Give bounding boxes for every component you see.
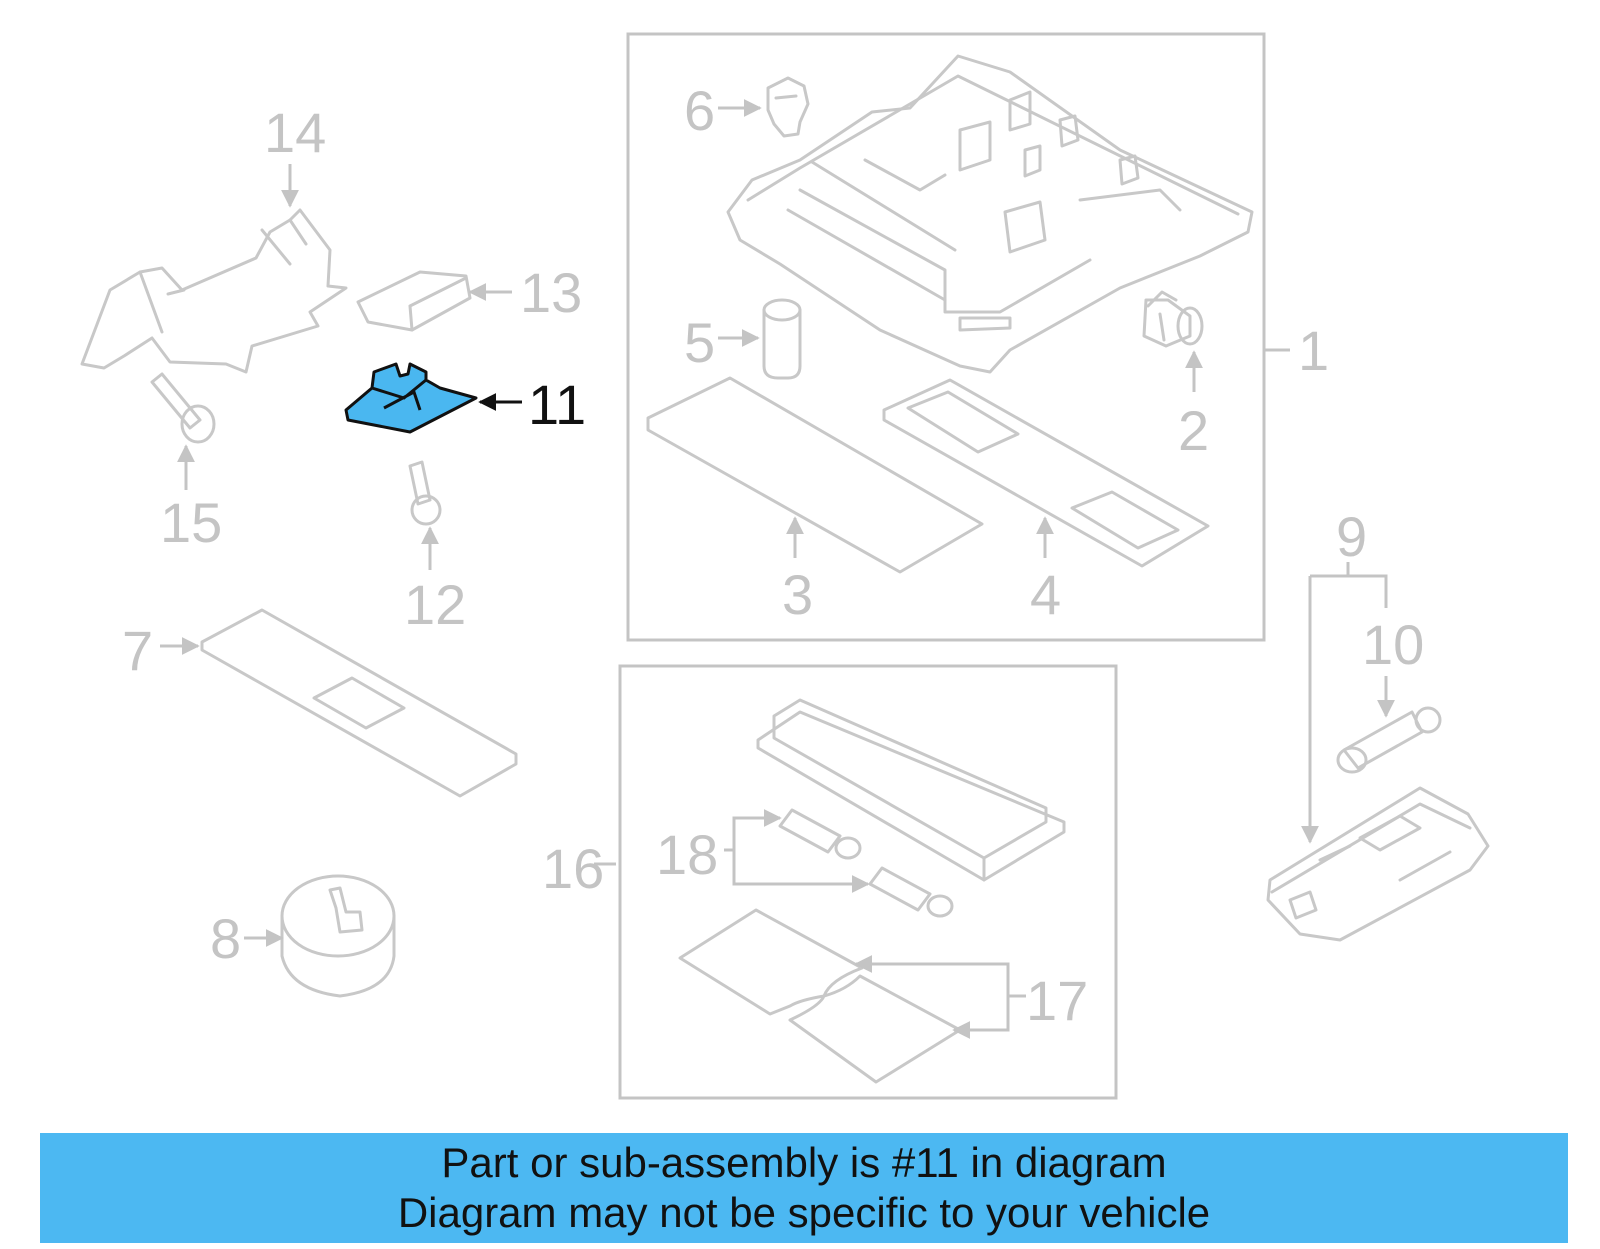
callout-2: 2 [1178, 399, 1209, 462]
callout-8: 8 [210, 907, 241, 970]
callout-14: 14 [264, 101, 326, 164]
callout-15: 15 [160, 491, 222, 554]
part-lens-4 [882, 378, 1210, 568]
callout-1: 1 [1298, 319, 1329, 382]
part-lamp-16 [756, 698, 1066, 882]
part-screw-12 [408, 460, 442, 526]
part-bulb-18a [778, 808, 862, 860]
callout-12: 12 [404, 573, 466, 636]
callout-6: 6 [684, 79, 715, 142]
callout-13: 13 [520, 261, 582, 324]
part-bulb-10 [1336, 706, 1442, 774]
part-pad-3 [646, 376, 984, 574]
part-round-8 [280, 874, 396, 998]
callout-10: 10 [1362, 613, 1424, 676]
part-bracket-14 [80, 208, 348, 374]
assembly-box-1 [626, 32, 1266, 642]
assembly-box-16 [618, 664, 1118, 1100]
part-pad-17 [678, 908, 962, 1084]
callout-16: 16 [542, 837, 604, 900]
part-pad-13 [356, 270, 472, 332]
part-screw-15 [150, 372, 216, 444]
part-bulb-18b [868, 866, 954, 918]
callout-9: 9 [1336, 505, 1367, 568]
info-banner: Part or sub-assembly is #11 in diagram D… [40, 1133, 1568, 1243]
part-console-housing [726, 54, 1254, 374]
banner-line-disclaimer: Diagram may not be specific to your vehi… [397, 1189, 1211, 1236]
part-bulb-5 [762, 298, 802, 380]
part-pad-7 [200, 608, 518, 798]
part-screw-2 [1142, 290, 1204, 348]
callout-5: 5 [684, 311, 715, 374]
part-bracket-11-highlighted [344, 362, 478, 434]
callout-7: 7 [122, 619, 153, 682]
callout-3: 3 [782, 563, 813, 626]
callout-18: 18 [656, 823, 718, 886]
banner-line-part: Part or sub-assembly is #11 in diagram [441, 1139, 1167, 1186]
callout-4: 4 [1030, 563, 1061, 626]
part-clip-6 [766, 76, 810, 138]
callout-17: 17 [1026, 969, 1088, 1032]
callout-11: 11 [528, 373, 586, 436]
part-lamp-9 [1266, 786, 1490, 942]
